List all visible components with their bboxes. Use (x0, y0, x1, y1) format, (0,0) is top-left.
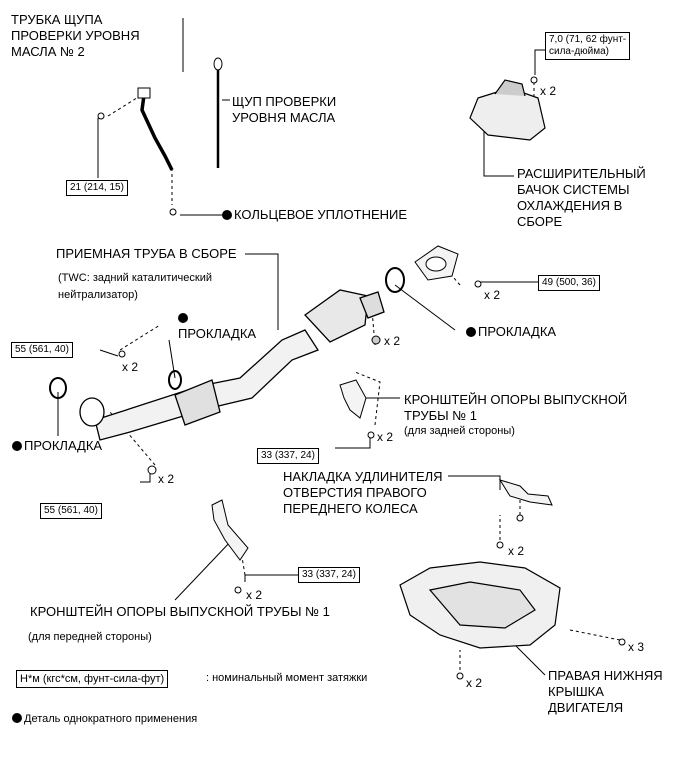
front-pipe-shape (79, 289, 385, 441)
qty-front-pipe-rear: x 2 (484, 288, 501, 302)
label-gasket-rear: ПРОКЛАДКА (466, 324, 556, 340)
qty-undercover-right: x 3 (628, 640, 645, 654)
undercover-shape (399, 561, 561, 649)
bolts (97, 76, 626, 680)
single-use-marker (466, 327, 476, 337)
dipstick-handle (213, 57, 223, 71)
leader-reservoir-torque (534, 49, 545, 75)
qty-fender-ext: x 2 (508, 544, 525, 558)
label-gasket-front: ПРОКЛАДКА (12, 438, 102, 454)
label-front-bracket: КРОНШТЕЙН ОПОРЫ ВЫПУСКНОЙ ТРУБЫ № 1 (30, 604, 330, 619)
qty-front-bracket: x 2 (246, 588, 263, 602)
reservoir-shape (469, 79, 546, 141)
torque-front-bracket: 33 (337, 24) (298, 567, 360, 583)
label-gasket-mid: ПРОКЛАДКА (178, 310, 256, 342)
qty-reservoir: x 2 (540, 84, 557, 98)
single-use-marker (178, 313, 188, 323)
label-front-bracket-note: (для передней стороны) (28, 631, 152, 643)
legend-torque-desc: : номинальный момент затяжки (206, 672, 368, 684)
single-use-marker (12, 441, 22, 451)
torque-front-pipe-lower: 55 (561, 40) (40, 503, 102, 519)
leader-front-bracket (174, 539, 233, 601)
leader-gasket-rear (394, 284, 456, 331)
torque-reservoir: 7,0 (71, 62 фунт- сила-дюйма) (545, 32, 631, 60)
flange-nut-shape (371, 335, 381, 345)
torque-dipstick-tube: 21 (214, 15) (66, 180, 128, 196)
label-twc-note: (TWC: задний каталитический нейтрализато… (58, 272, 212, 301)
label-fender-ext: НАКЛАДКА УДЛИНИТЕЛЯ ОТВЕРСТИЯ ПРАВОГО ПЕ… (283, 469, 443, 516)
torque-rear-bracket: 33 (337, 24) (257, 448, 319, 464)
legend-single-use: Деталь однократного применения (12, 712, 197, 726)
label-undercover: ПРАВАЯ НИЖНЯЯ КРЫШКА ДВИГАТЕЛЯ (548, 668, 663, 715)
dipstick-tube-bracket (137, 87, 151, 99)
gasket-rear-shape (385, 267, 405, 293)
leader-torque-rear-bracket (335, 432, 371, 449)
qty-front-pipe-mid: x 2 (122, 360, 139, 374)
dipstick-tube-shape (140, 87, 174, 171)
label-oring: КОЛЬЦЕВОЕ УПЛОТНЕНИЕ (222, 207, 407, 223)
legend-torque-format: Н*м (кгс*см, фунт-сила-фут) (16, 670, 169, 688)
gasket-front-shape (49, 377, 67, 399)
fender-ext-shape (498, 479, 553, 506)
qty-rear-bracket: x 2 (377, 430, 394, 444)
label-dipstick-tube: ТРУБКА ЩУПА ПРОВЕРКИ УРОВНЯ МАСЛА № 2 (11, 12, 140, 59)
leader-torque-front-bracket (244, 574, 300, 582)
label-reservoir: РАСШИРИТЕЛЬНЫЙ БАЧОК СИСТЕМЫ ОХЛАЖДЕНИЯ … (517, 166, 646, 229)
label-rear-bracket-note: (для задней стороны) (404, 425, 515, 437)
torque-front-pipe-mid: 55 (561, 40) (11, 342, 73, 358)
qty-flange-nut: x 2 (384, 334, 401, 348)
torque-front-pipe-rear: 49 (500, 36) (538, 275, 600, 291)
qty-front-pipe-lower: x 2 (158, 472, 175, 486)
oring-shape (169, 208, 177, 216)
leader-front-pipe (245, 253, 279, 330)
rear-bracket-shape (339, 379, 367, 419)
label-dipstick: ЩУП ПРОВЕРКИ УРОВНЯ МАСЛА (232, 94, 337, 125)
single-use-marker (222, 210, 232, 220)
qty-undercover-left: x 2 (466, 676, 483, 690)
label-front-pipe: ПРИЕМНАЯ ТРУБА В СБОРЕ (56, 246, 237, 261)
leader-torque-mid (99, 349, 119, 357)
gasket-mid-shape (168, 370, 182, 390)
leader-reservoir (483, 130, 514, 177)
front-bracket-shape (211, 499, 249, 561)
label-rear-bracket: КРОНШТЕЙН ОПОРЫ ВЫПУСКНОЙ ТРУБЫ № 1 (404, 392, 628, 423)
leader-fender-ext (448, 475, 501, 490)
single-use-marker (12, 713, 22, 723)
